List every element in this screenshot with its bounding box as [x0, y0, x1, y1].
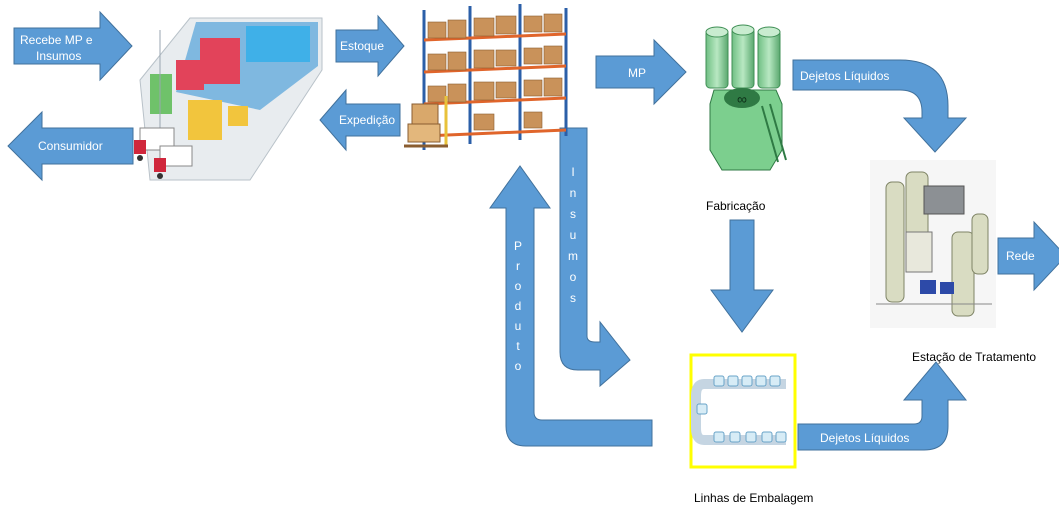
- network-arrow-label: Rede: [1006, 249, 1035, 263]
- mp-arrow-label: MP: [628, 66, 646, 80]
- mixing-tank-icon: ∞: [705, 24, 787, 171]
- treatment-caption: Estação de Tratamento: [912, 350, 1036, 364]
- warehouse-icon: [134, 17, 323, 181]
- receive-arrow-label-line1: Recebe MP e: [20, 33, 93, 47]
- receive-arrow: [13, 10, 133, 82]
- product-vert-letter: o: [515, 359, 522, 373]
- product-arrow: [489, 165, 653, 447]
- receive-arrow-label-line2: Insumos: [36, 49, 81, 63]
- dispatch-arrow: [319, 88, 401, 152]
- manufacturing-caption: Fabricação: [706, 199, 766, 213]
- liquid-waste-top-label: Dejetos Líquidos: [800, 69, 889, 83]
- packaging-caption: Linhas de Embalagem: [694, 491, 813, 505]
- stock-arrow-label: Estoque: [340, 39, 384, 53]
- product-vert-letter: d: [515, 299, 522, 313]
- storage-shelving-icon: [404, 4, 568, 150]
- inputs-arrow: [559, 127, 631, 388]
- inputs-vert-letter: u: [570, 228, 577, 242]
- inputs-vert-letter: s: [570, 207, 576, 221]
- network-arrow: [997, 220, 1059, 292]
- product-vert-letter: P: [514, 239, 522, 253]
- inputs-vert-letter: I: [571, 165, 574, 179]
- inputs-vert-letter: m: [568, 249, 578, 263]
- mp-arrow: [595, 38, 687, 106]
- inputs-vert-letter: s: [570, 291, 576, 305]
- inputs-vert-letter: n: [570, 186, 577, 200]
- product-vert-letter: u: [515, 319, 522, 333]
- product-vert-letter: o: [515, 279, 522, 293]
- consumer-arrow: [7, 110, 134, 182]
- product-vert-letter: r: [516, 259, 520, 273]
- dispatch-arrow-label: Expedição: [339, 113, 395, 127]
- consumer-arrow-label: Consumidor: [38, 139, 103, 153]
- inputs-vert-letter: o: [570, 270, 577, 284]
- liquid-waste-bottom-label: Dejetos Líquidos: [820, 431, 909, 445]
- liquid-waste-top-arrow: [792, 59, 968, 153]
- inputs-vertical-label: Insumos: [568, 165, 578, 305]
- liquid-waste-bottom-arrow: [797, 361, 968, 451]
- stock-arrow: [335, 14, 405, 78]
- treatment-plant-icon: [870, 160, 996, 328]
- svg-text:∞: ∞: [737, 91, 747, 107]
- packaging-line-icon: [689, 353, 797, 469]
- manufacturing-down-arrow: [710, 219, 774, 333]
- product-vert-letter: t: [516, 339, 520, 353]
